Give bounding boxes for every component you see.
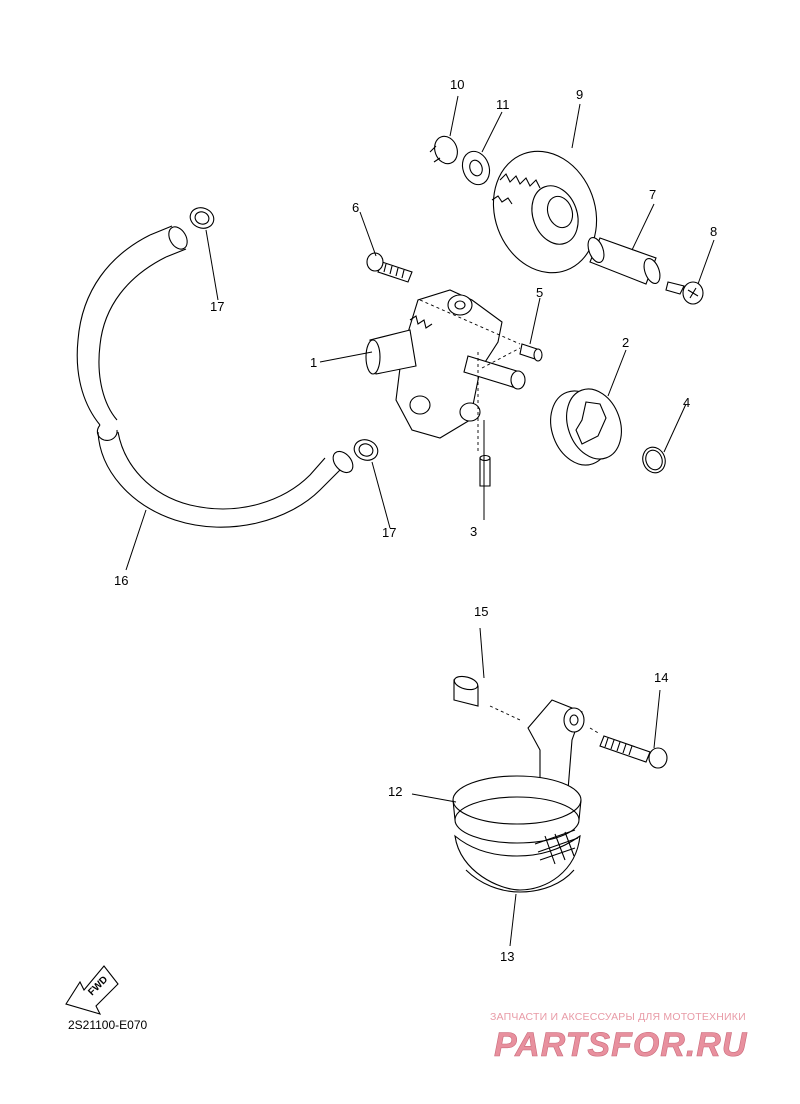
fwd-direction-arrow-icon: FWD	[65, 965, 119, 1015]
callout-15: 15	[474, 604, 488, 619]
callout-1: 1	[310, 355, 317, 370]
pump-rotor-assembly	[550, 388, 622, 466]
hose-clamp-upper	[189, 207, 215, 229]
shaft-screw	[665, 281, 704, 305]
callout-8: 8	[710, 224, 717, 239]
callout-14: 14	[654, 670, 668, 685]
hose-clamp-lower	[353, 439, 379, 461]
callout-12: 12	[388, 784, 402, 799]
oil-pump-driven-gear	[491, 150, 598, 274]
callout-4: 4	[683, 395, 690, 410]
circlip	[429, 135, 458, 165]
damper-guide-line	[489, 705, 521, 721]
callout-labels: 1 2 3 4 5 6 7 8 9 10 11 12 13 14 15 16 1…	[114, 77, 717, 964]
strainer-bolt	[599, 735, 668, 769]
callout-16: 16	[114, 573, 128, 588]
callout-3: 3	[470, 524, 477, 539]
pump-mounting-bolt	[366, 252, 413, 283]
oil-strainer	[452, 699, 585, 893]
callout-10: 10	[450, 77, 464, 92]
bolt-guide-line	[589, 727, 601, 735]
callout-17-upper: 17	[210, 299, 224, 314]
dowel-pin	[519, 343, 543, 362]
callout-13: 13	[500, 949, 514, 964]
callout-6: 6	[352, 200, 359, 215]
o-ring	[642, 446, 666, 474]
damper	[453, 675, 479, 707]
leader-lines	[125, 95, 715, 947]
callout-9: 9	[576, 87, 583, 102]
assembly-guide-lines	[419, 299, 521, 452]
watermark-logo: PARTSFOR.RU	[494, 1026, 748, 1064]
callout-7: 7	[649, 187, 656, 202]
callout-17-lower: 17	[382, 525, 396, 540]
callout-5: 5	[536, 285, 543, 300]
watermark-logo-text: PARTSFOR.RU	[494, 1026, 748, 1064]
callout-11: 11	[496, 97, 510, 112]
watermark-caption: ЗАПЧАСТИ И АКСЕССУАРЫ ДЛЯ МОТОТЕХНИКИ	[490, 1011, 746, 1023]
pin	[479, 454, 491, 487]
callout-2: 2	[622, 335, 629, 350]
oil-pump-body	[365, 289, 526, 439]
diagram-code: 2S21100-E070	[68, 1018, 148, 1032]
oil-hose	[76, 225, 354, 528]
plain-washer	[461, 150, 491, 186]
pump-shaft	[587, 237, 661, 285]
